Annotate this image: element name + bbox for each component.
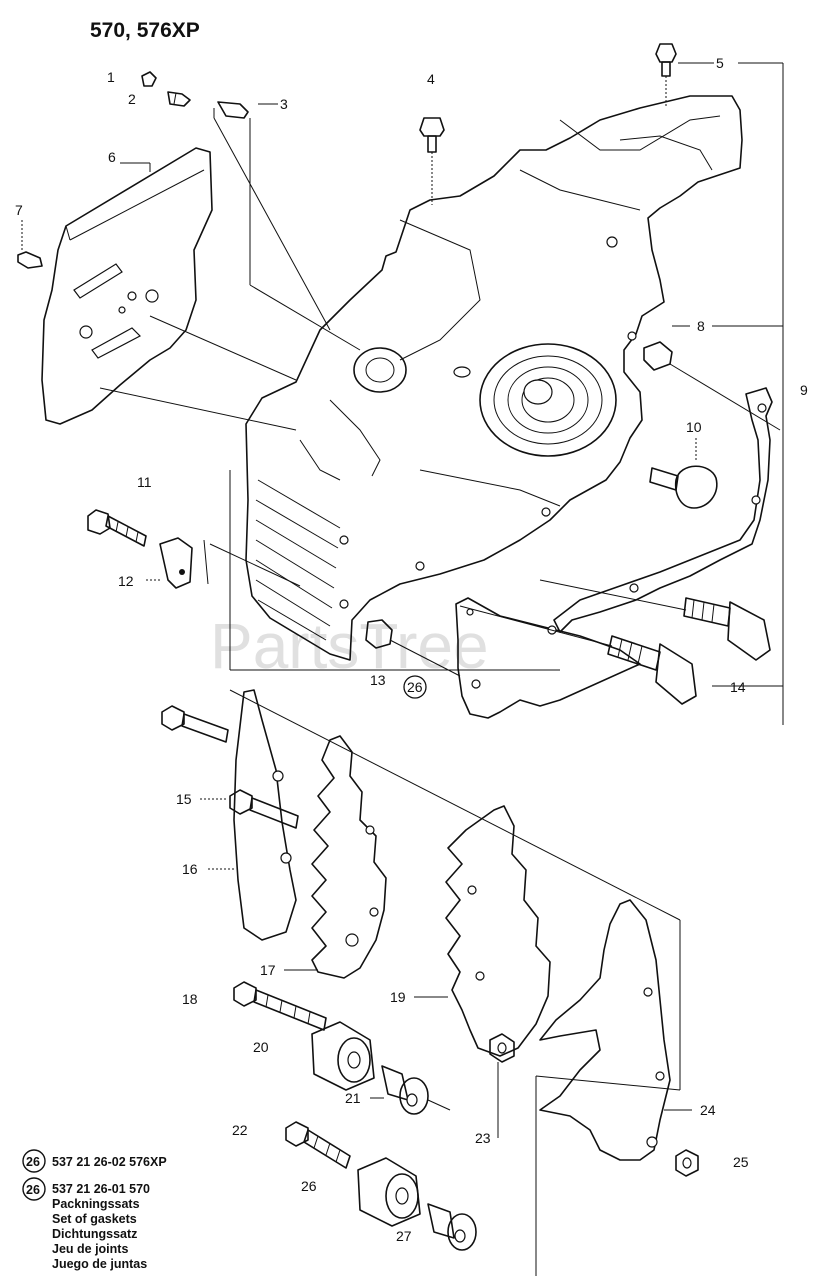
bushing-part-21 <box>381 1065 451 1115</box>
bolt-part-11 <box>87 509 147 547</box>
footnote-line-7: Juego de juntas <box>52 1257 147 1271</box>
callout-leaders <box>21 62 783 1138</box>
callout-6: 6 <box>108 149 116 165</box>
sleeve-part-8 <box>643 341 781 431</box>
callout-25: 25 <box>733 1154 749 1170</box>
callout-8: 8 <box>697 318 705 334</box>
callout-14: 14 <box>730 679 746 695</box>
callout-22: 22 <box>232 1122 248 1138</box>
gasket-part-26 <box>455 597 641 719</box>
callout-3: 3 <box>280 96 288 112</box>
callout-11: 11 <box>137 474 152 490</box>
screw-part-4 <box>419 117 445 205</box>
callout-24: 24 <box>700 1102 716 1118</box>
footnote: 26 537 21 26-02 576XP 26 537 21 26-01 57… <box>22 1149 167 1271</box>
callout-27: 27 <box>396 1228 412 1244</box>
clip-part-12 <box>159 537 301 589</box>
footnote-line-6: Jeu de joints <box>52 1242 128 1256</box>
footnote-line-4: Set of gaskets <box>52 1212 137 1226</box>
callout-7: 7 <box>15 202 23 218</box>
bushing-part-27 <box>427 1203 477 1251</box>
callout-13: 13 <box>370 672 386 688</box>
callout-1: 1 <box>107 69 115 85</box>
bolt-part-15b <box>229 789 299 829</box>
callout-10: 10 <box>686 419 702 435</box>
spacer-part-20 <box>311 1021 375 1091</box>
callout-26: 26 <box>301 1178 317 1194</box>
callout-26-circled: 26 <box>407 679 423 695</box>
callout-18: 18 <box>182 991 198 1007</box>
bolt-part-14a <box>683 597 771 661</box>
screw-part-1 <box>167 91 191 107</box>
nut-part-2 <box>141 71 157 87</box>
footnote-line-1: 537 21 26-02 576XP <box>52 1155 167 1169</box>
crankcase-housing <box>245 95 743 661</box>
nut-part-25 <box>675 1149 699 1177</box>
plug-part-10 <box>649 465 718 509</box>
sleeve-part-13 <box>365 619 461 677</box>
bolt-part-18 <box>233 981 327 1031</box>
gasket-part-19 <box>445 805 551 1057</box>
callout-4: 4 <box>427 71 435 87</box>
plate-part-16 <box>233 689 297 941</box>
callout-21: 21 <box>345 1090 361 1106</box>
bolt-part-14b <box>607 635 697 705</box>
watermark: PartsTree <box>210 610 489 682</box>
footnote-marker-2: 26 <box>26 1183 40 1197</box>
footnote-line-5: Dichtungssatz <box>52 1227 137 1241</box>
callout-9: 9 <box>800 382 808 398</box>
callout-labels: 1 2 3 4 5 6 7 8 9 10 11 12 13 14 15 16 1… <box>15 55 808 1244</box>
stud-part-3 <box>213 101 361 351</box>
bolt-part-15a <box>161 705 229 743</box>
gasket-part-24 <box>539 899 671 1161</box>
footnote-line-3: Packningssats <box>52 1197 140 1211</box>
footnote-marker-1: 26 <box>26 1155 40 1169</box>
callout-5: 5 <box>716 55 724 71</box>
bar-plate-part-6 <box>41 147 213 425</box>
screw-part-7 <box>17 251 43 269</box>
callout-17: 17 <box>260 962 276 978</box>
bolt-part-26 <box>285 1121 351 1169</box>
gasket-part-17 <box>311 735 387 979</box>
assembly-bracket <box>229 62 784 725</box>
callout-15: 15 <box>176 791 192 807</box>
callout-16: 16 <box>182 861 198 877</box>
callout-2: 2 <box>128 91 136 107</box>
callout-19: 19 <box>390 989 406 1005</box>
diagram-title: 570, 576XP <box>90 19 200 42</box>
screw-part-5 <box>655 43 677 108</box>
nut-part-23 <box>489 1033 515 1063</box>
callout-20: 20 <box>253 1039 269 1055</box>
spacer-part-27 <box>357 1157 421 1227</box>
callout-23: 23 <box>475 1130 491 1146</box>
callout-12: 12 <box>118 573 134 589</box>
footnote-line-2: 537 21 26-01 570 <box>52 1182 150 1196</box>
gasket-part-9 <box>553 387 773 633</box>
